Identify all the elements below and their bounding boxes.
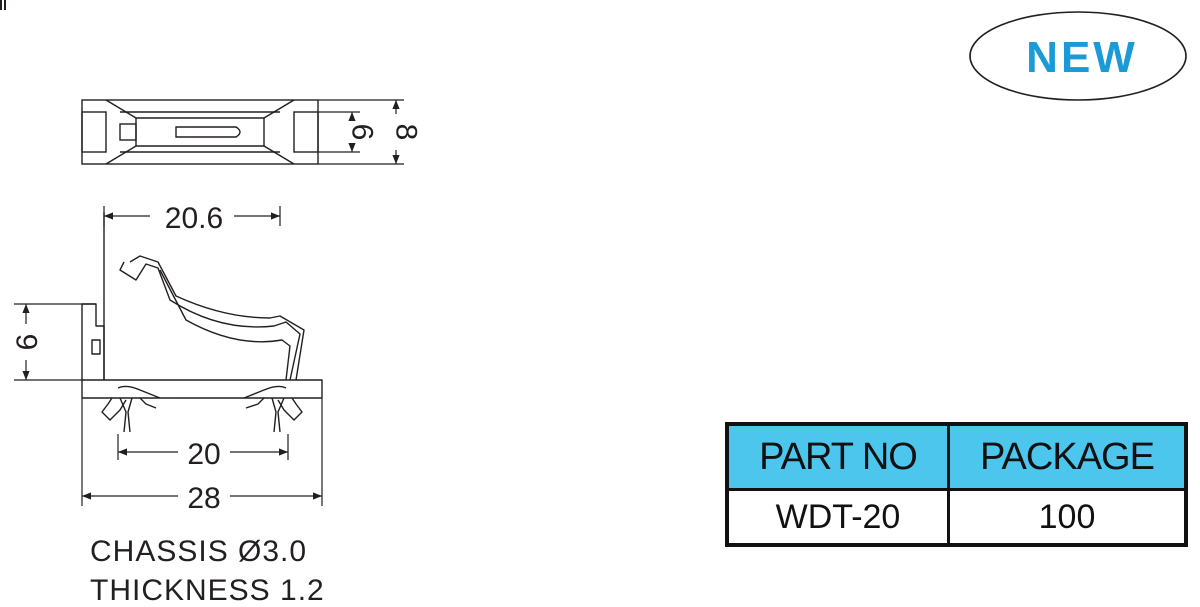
cell-package: 100 xyxy=(947,488,1188,547)
front-view xyxy=(81,212,323,433)
dim-lines-top-view xyxy=(318,99,404,165)
thickness-note: THICKNESS 1.2 xyxy=(90,574,325,607)
cell-part-no: WDT-20 xyxy=(725,488,950,547)
header-part-no: PART NO xyxy=(725,422,950,491)
dim-label-pin-spacing: 20 xyxy=(187,438,220,471)
dim-label-height-side: 9 xyxy=(10,334,43,351)
table-header-row: PART NO PACKAGE xyxy=(725,422,1188,491)
dim-lines-front-view xyxy=(14,206,323,506)
corner-mark xyxy=(0,0,6,10)
chassis-note: CHASSIS Ø3.0 xyxy=(90,535,308,568)
part-table: PART NO PACKAGE WDT-20 100 xyxy=(725,422,1188,547)
top-view xyxy=(81,99,319,165)
header-package: PACKAGE xyxy=(947,422,1188,491)
dim-label-width-top: 20.6 xyxy=(165,202,223,235)
dim-label-height-small: 6 xyxy=(346,124,379,141)
new-badge: NEW xyxy=(969,11,1187,101)
dim-label-height-total: 8 xyxy=(390,124,423,141)
table-row: WDT-20 100 xyxy=(725,488,1188,547)
new-badge-label: NEW xyxy=(1026,33,1138,82)
dim-label-width-base: 28 xyxy=(187,482,220,515)
